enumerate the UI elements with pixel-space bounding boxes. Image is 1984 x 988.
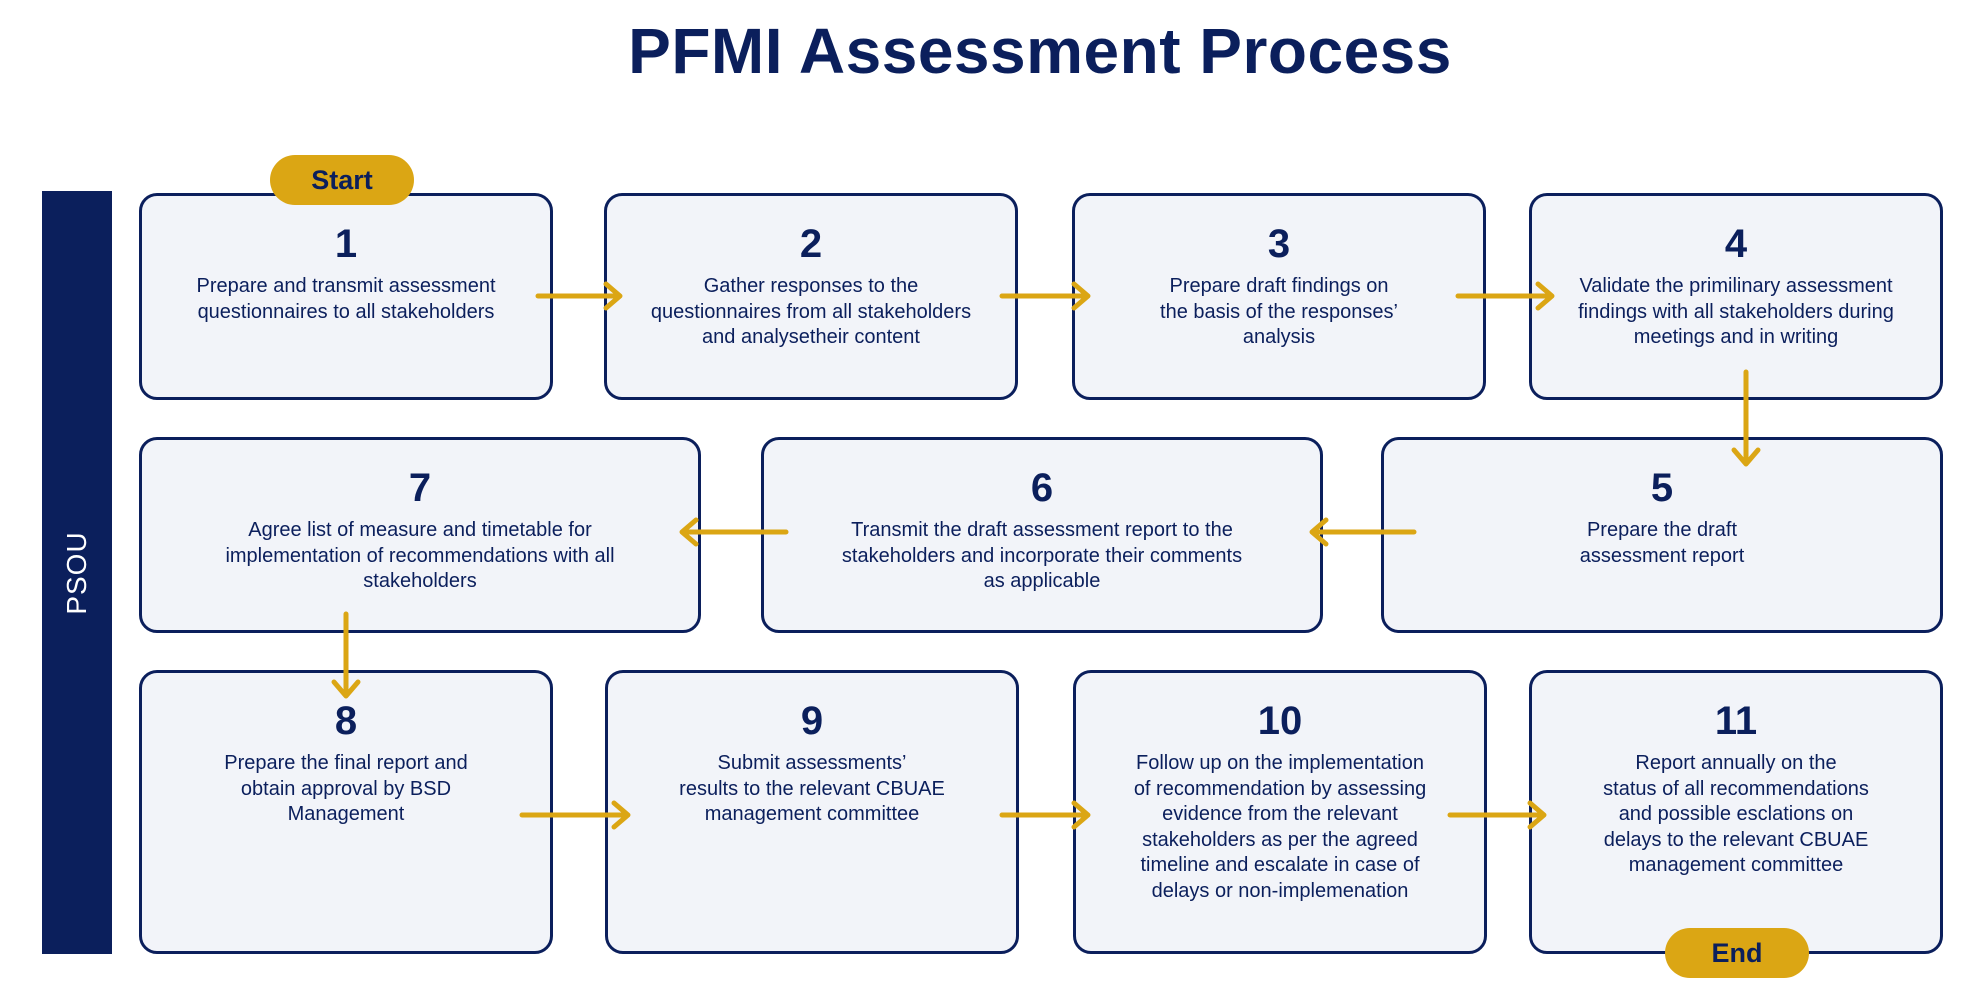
arrow-8-to-9 [519, 800, 631, 830]
arrow-3-to-4 [1455, 281, 1555, 311]
page-title: PFMI Assessment Process [628, 15, 1452, 87]
step-11-box: 11 Report annually on the status of all … [1529, 670, 1943, 954]
step-number: 5 [1650, 466, 1674, 510]
step-description: Prepare and transmit assessment question… [196, 275, 496, 323]
step-number: 10 [1257, 699, 1303, 743]
arrow-5-to-6 [1309, 517, 1417, 547]
step-description: Agree list of measure and timetable for … [225, 519, 615, 592]
step-number: 2 [799, 222, 823, 266]
step-1-box: 1 Prepare and transmit assessment questi… [139, 193, 553, 400]
arrow-2-to-3 [999, 281, 1091, 311]
step-10-box: 10 Follow up on the implementation of re… [1073, 670, 1487, 954]
step-number: 4 [1724, 222, 1748, 266]
step-number: 11 [1714, 699, 1758, 743]
step-7-box: 7 Agree list of measure and timetable fo… [139, 437, 701, 633]
step-description: Report annually on the status of all rec… [1603, 752, 1869, 876]
step-number: 9 [800, 699, 824, 743]
arrow-1-to-2 [535, 281, 623, 311]
start-badge: Start [270, 155, 414, 205]
step-description: Validate the primilinary assessment find… [1578, 275, 1894, 348]
step-5-box: 5 Prepare the draft assessment report [1381, 437, 1943, 633]
step-number: 8 [334, 699, 358, 743]
step-number: 7 [408, 466, 432, 510]
step-description: Prepare the final report and obtain appr… [224, 752, 468, 825]
arrow-9-to-10 [999, 800, 1091, 830]
arrow-6-to-7 [679, 517, 789, 547]
step-6-box: 6 Transmit the draft assessment report t… [761, 437, 1323, 633]
step-description: Transmit the draft assessment report to … [841, 519, 1243, 592]
step-description: Prepare the draft assessment report [1579, 519, 1745, 567]
step-number: 3 [1267, 222, 1291, 266]
step-number: 6 [1030, 466, 1054, 510]
step-number: 1 [334, 222, 358, 266]
step-3-box: 3 Prepare draft findings on the basis of… [1072, 193, 1486, 400]
arrow-10-to-11 [1447, 800, 1547, 830]
step-description: Follow up on the implementation of recom… [1133, 752, 1427, 902]
step-8-box: 8 Prepare the final report and obtain ap… [139, 670, 553, 954]
end-badge: End [1665, 928, 1809, 978]
step-description: Prepare draft findings on the basis of t… [1160, 275, 1398, 348]
step-description: Gather responses to the questionnaires f… [650, 275, 972, 348]
step-description: Submit assessments’ results to the relev… [679, 752, 945, 825]
step-4-box: 4 Validate the primilinary assessment fi… [1529, 193, 1943, 400]
arrow-4-to-5 [1731, 369, 1761, 467]
psou-sidebar: PSOU [42, 191, 112, 954]
arrow-7-to-8 [331, 611, 361, 699]
step-9-box: 9 Submit assessments’ results to the rel… [605, 670, 1019, 954]
